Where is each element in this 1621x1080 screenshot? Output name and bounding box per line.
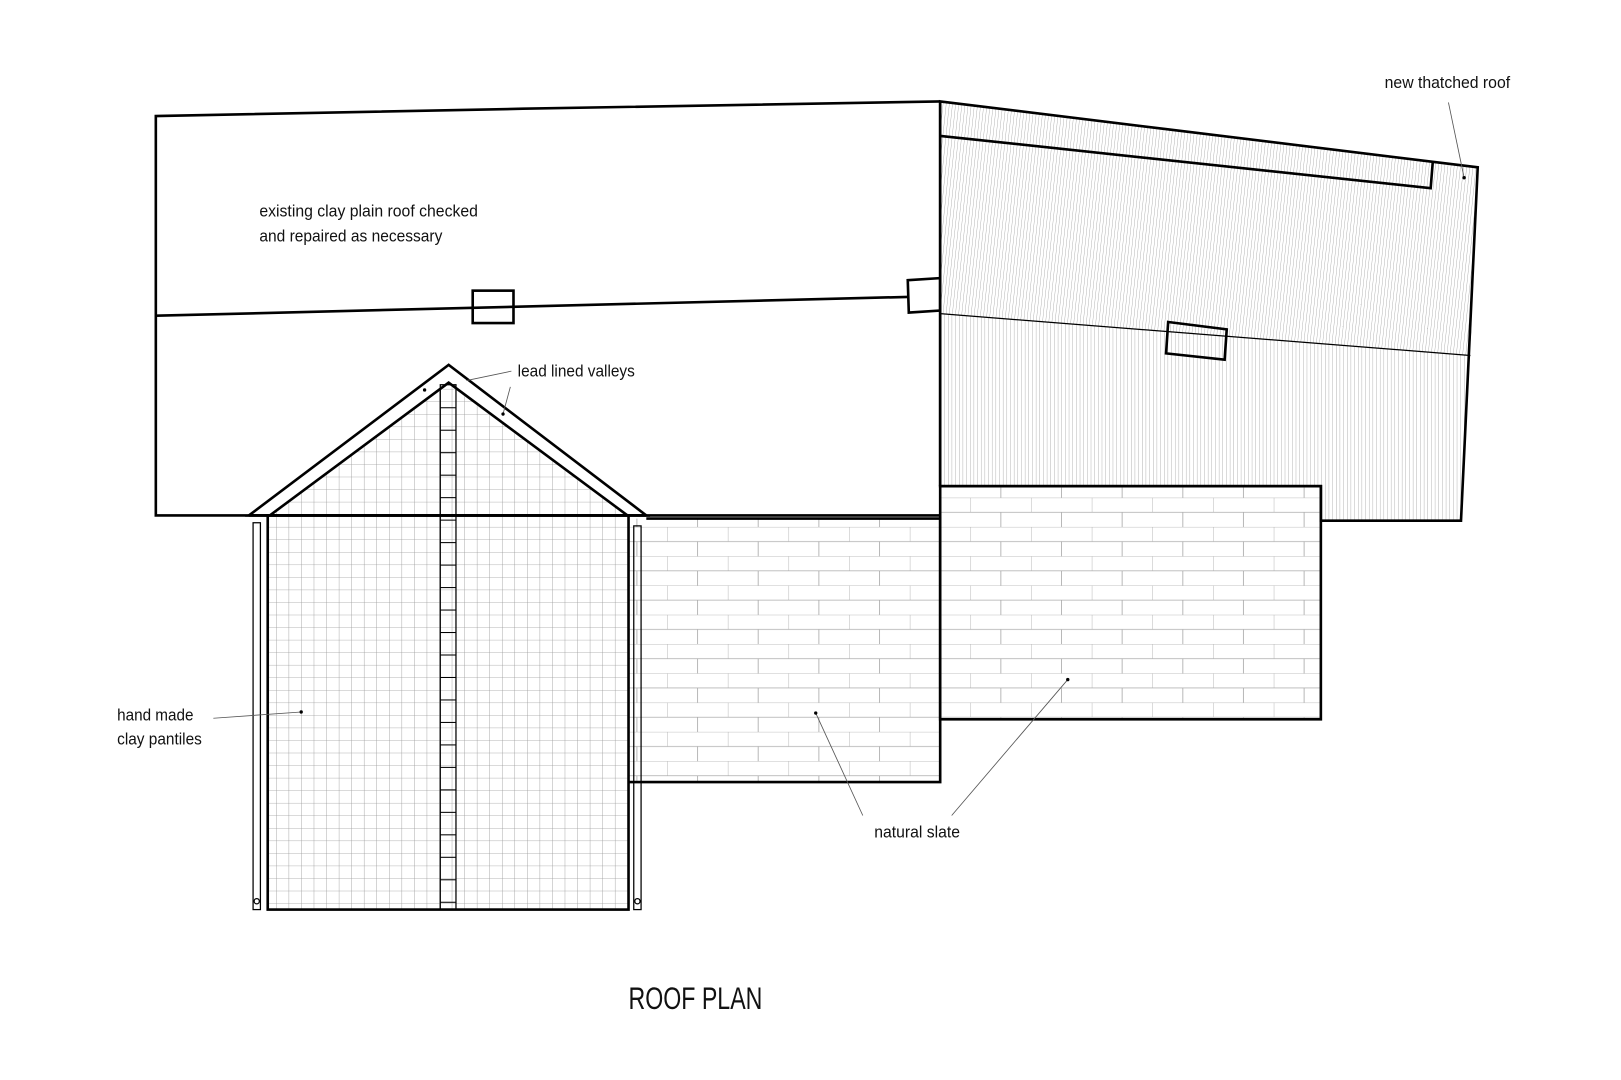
chimney [906,276,942,314]
label-thatched-roof: new thatched roof [1385,73,1511,92]
chimney [1164,320,1229,362]
existing-clay-roof [154,100,942,517]
chimney [471,289,515,325]
ridge-tiles [440,407,456,903]
natural-slate-roof [628,484,1323,784]
label-pantiles-line1: hand made [117,705,193,724]
pantile-gable-roof [244,363,651,911]
thatched-roof [938,99,1480,522]
leader-lines [213,102,1466,816]
label-lead-lined-valleys: lead lined valleys [518,361,635,380]
label-existing-roof-line1: existing clay plain roof checked [259,201,478,220]
label-existing-roof-line2: and repaired as necessary [259,227,443,246]
label-pantiles-line2: clay pantiles [117,729,202,748]
label-natural-slate: natural slate [874,822,960,841]
drawing-title: ROOF PLAN [629,981,763,1016]
